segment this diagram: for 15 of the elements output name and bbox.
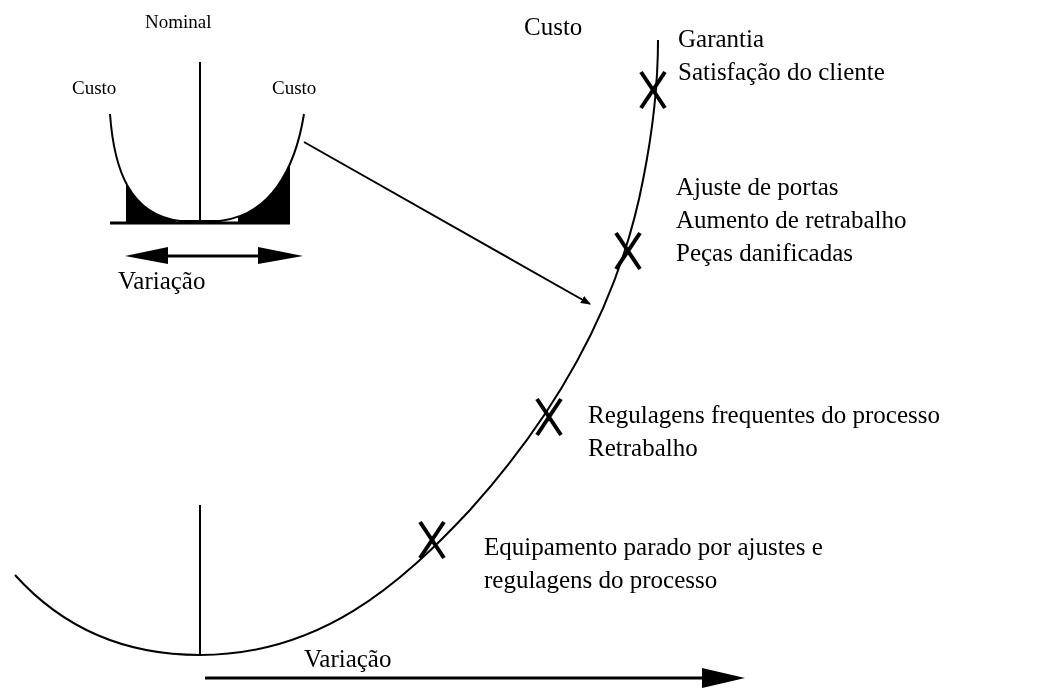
text-label: Variação bbox=[304, 644, 392, 674]
text-label: Nominal bbox=[145, 10, 212, 34]
text-label: Custo bbox=[272, 76, 317, 100]
text-label: Variação bbox=[118, 266, 206, 296]
text-label: Peças danificadas bbox=[676, 238, 853, 268]
text-label: Satisfação do cliente bbox=[678, 57, 885, 87]
text-label: Custo bbox=[72, 76, 117, 100]
text-label: Regulagens frequentes do processo bbox=[588, 400, 940, 430]
text-label: Ajuste de portas bbox=[676, 172, 839, 202]
text-label: Equipamento parado por ajustes e regulagens do processo bbox=[484, 532, 824, 595]
text-label: Custo bbox=[524, 12, 583, 42]
text-label: Aumento de retrabalho bbox=[676, 205, 907, 235]
text-label: Garantia bbox=[678, 24, 765, 54]
text-label: Retrabalho bbox=[588, 433, 698, 463]
arrow bbox=[303, 141, 591, 305]
